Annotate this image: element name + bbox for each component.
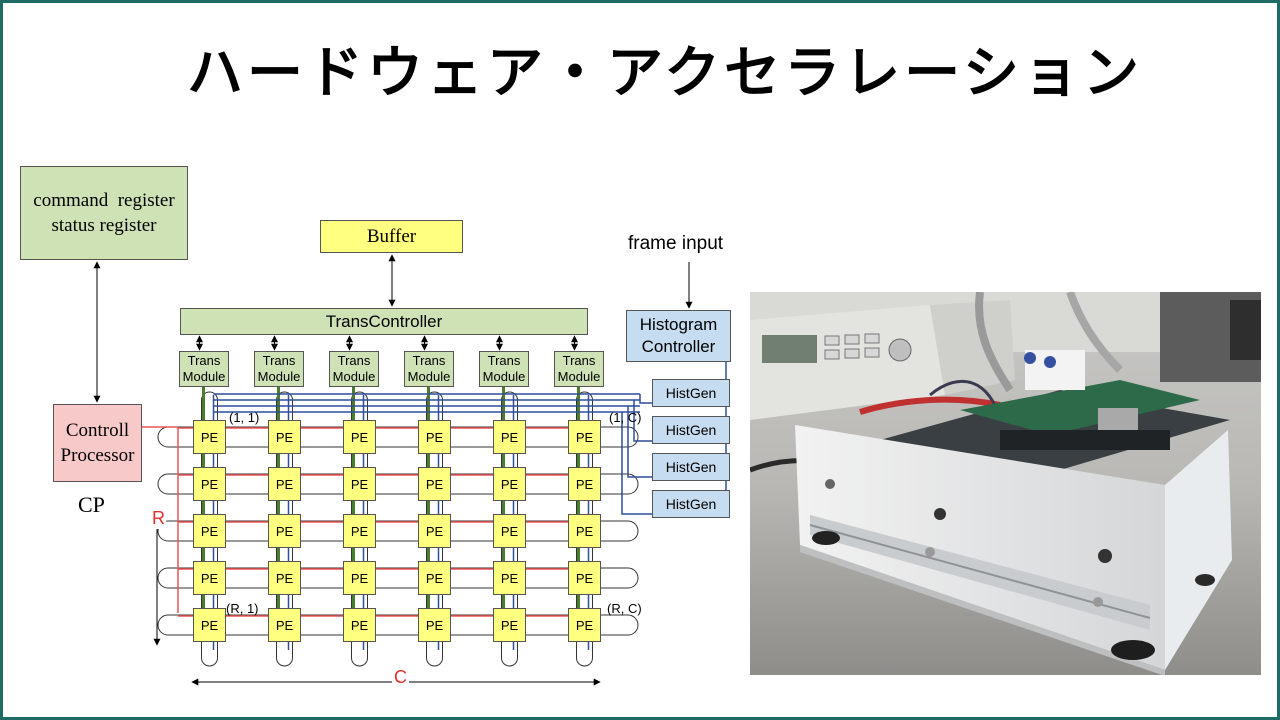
histogram-controller-line2: Controller bbox=[641, 337, 716, 356]
pe-cell: PE bbox=[568, 608, 601, 642]
trans-module-line1: Trans bbox=[187, 353, 221, 368]
row-loop-wire bbox=[157, 614, 639, 636]
trans-module-line1: Trans bbox=[412, 353, 446, 368]
column-loop-wire bbox=[426, 391, 443, 667]
pe-cell: PE bbox=[568, 561, 601, 595]
histgen-box: HistGen bbox=[652, 453, 730, 481]
controll-processor-line1: Controll bbox=[65, 420, 130, 441]
pe-cell: PE bbox=[268, 420, 301, 454]
column-loop-wire bbox=[201, 391, 218, 667]
pe-cell: PE bbox=[268, 561, 301, 595]
histgen-link-wire bbox=[621, 412, 652, 515]
controll-processor-line2: Processor bbox=[60, 445, 135, 466]
trans-module-line2: Module bbox=[182, 369, 226, 384]
trans-module-line1: Trans bbox=[337, 353, 371, 368]
pe-cell: PE bbox=[418, 561, 451, 595]
pe-cell: PE bbox=[343, 514, 376, 548]
histgen-box: HistGen bbox=[652, 416, 730, 444]
histgen-link-wire bbox=[633, 400, 652, 442]
register-box: command register status register bbox=[20, 166, 188, 260]
column-loop-wire bbox=[276, 391, 293, 667]
pe-cell: PE bbox=[418, 467, 451, 501]
pe-cell: PE bbox=[493, 420, 526, 454]
histogram-controller-line1: Histogram bbox=[639, 315, 718, 334]
pe-cell: PE bbox=[193, 608, 226, 642]
pe-cell: PE bbox=[268, 514, 301, 548]
cp-label: CP bbox=[78, 492, 105, 517]
pe-cell: PE bbox=[268, 608, 301, 642]
trans-module-line2: Module bbox=[482, 369, 526, 384]
row-loop-wire bbox=[157, 473, 639, 495]
pe-cell: PE bbox=[193, 467, 226, 501]
trans-module-line1: Trans bbox=[487, 353, 521, 368]
frame-input-label: frame input bbox=[628, 233, 724, 254]
command-register-label: command register bbox=[33, 190, 175, 211]
trans-module-line2: Module bbox=[332, 369, 376, 384]
pe-cell: PE bbox=[193, 420, 226, 454]
status-register-label: status register bbox=[51, 215, 157, 236]
histgen-link-wire bbox=[639, 394, 652, 404]
pe-cell: PE bbox=[193, 514, 226, 548]
histgen-link-wire bbox=[627, 406, 652, 478]
pe-cell: PE bbox=[568, 467, 601, 501]
trans-module-line2: Module bbox=[257, 369, 301, 384]
trans-module-line2: Module bbox=[557, 369, 601, 384]
histogram-controller-box: Histogram Controller bbox=[626, 310, 731, 362]
pe-cell: PE bbox=[418, 514, 451, 548]
corner-label-bottom-right: (R, C) bbox=[607, 601, 642, 616]
pe-cell: PE bbox=[343, 561, 376, 595]
column-dimension-label: C bbox=[392, 667, 409, 688]
pe-cell: PE bbox=[268, 467, 301, 501]
pe-cell: PE bbox=[193, 561, 226, 595]
trans-controller-box: TransController bbox=[180, 308, 588, 335]
trans-module-line1: Trans bbox=[562, 353, 596, 368]
buffer-box: Buffer bbox=[320, 220, 463, 253]
corner-label-top-left: (1, 1) bbox=[229, 410, 260, 425]
controll-processor-box: Controll Processor bbox=[53, 404, 142, 482]
pe-cell: PE bbox=[568, 514, 601, 548]
corner-label-bottom-left: (R, 1) bbox=[226, 601, 259, 616]
pe-cell: PE bbox=[418, 608, 451, 642]
trans-module-line2: Module bbox=[407, 369, 451, 384]
trans-module-line1: Trans bbox=[262, 353, 296, 368]
pe-cell: PE bbox=[568, 420, 601, 454]
pe-cell: PE bbox=[493, 608, 526, 642]
column-loop-wire bbox=[576, 391, 593, 667]
row-dimension-label: R bbox=[151, 508, 166, 529]
row-loop-wire bbox=[157, 567, 639, 589]
pe-cell: PE bbox=[418, 420, 451, 454]
histgen-box: HistGen bbox=[652, 379, 730, 407]
pe-cell: PE bbox=[343, 420, 376, 454]
column-loop-wire bbox=[501, 391, 518, 667]
corner-label-top-right: (1, C) bbox=[609, 410, 642, 425]
row-loop-wire bbox=[157, 520, 639, 542]
pe-cell: PE bbox=[493, 467, 526, 501]
slide-title: ハードウェア・アクセラレーション bbox=[186, 41, 1144, 106]
column-loop-wire bbox=[351, 391, 368, 667]
pe-cell: PE bbox=[343, 608, 376, 642]
pe-cell: PE bbox=[493, 561, 526, 595]
histgen-box: HistGen bbox=[652, 490, 730, 518]
pe-cell: PE bbox=[343, 467, 376, 501]
row-loop-wire bbox=[157, 426, 639, 448]
pe-cell: PE bbox=[493, 514, 526, 548]
